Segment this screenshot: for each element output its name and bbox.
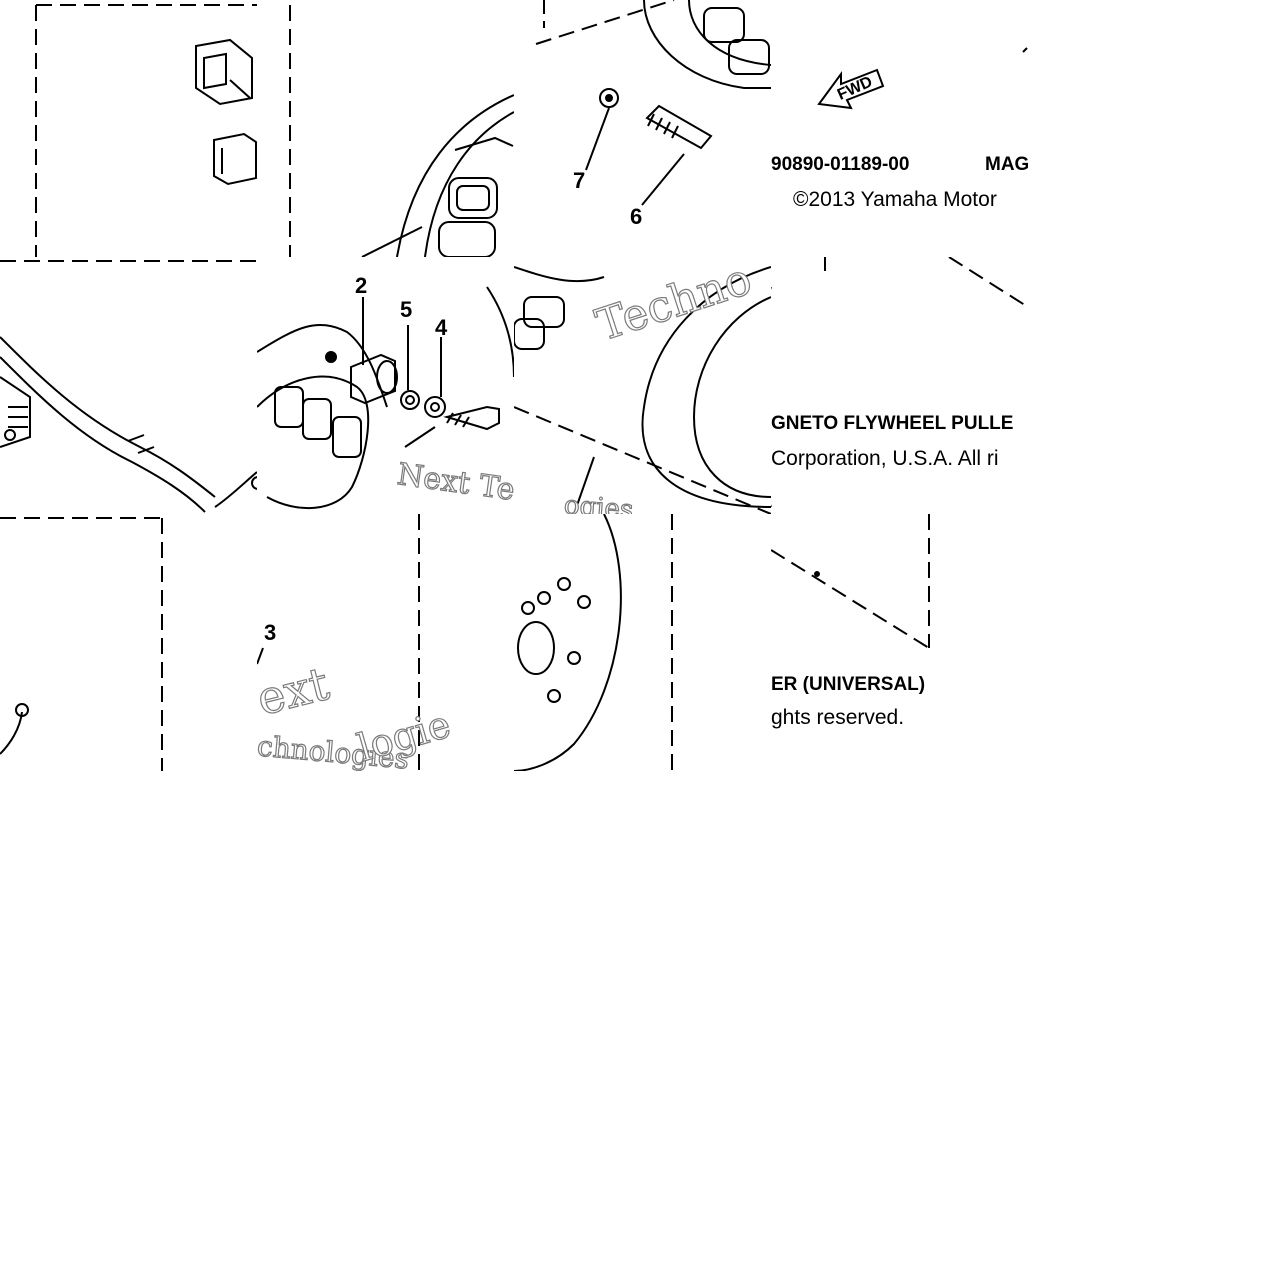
callout-3-leader xyxy=(257,514,420,771)
tool-name-fragment-3: ER (UNIVERSAL) xyxy=(771,674,926,695)
wire-harness-drawing xyxy=(0,260,257,513)
diagram-tile-r2-c3: ER (UNIVERSAL) ghts reserved. xyxy=(771,514,1028,771)
diagram-tile-r0-c0 xyxy=(0,0,257,257)
callout-2: 2 xyxy=(355,273,368,298)
diagram-tile-r2-c0 xyxy=(0,514,257,771)
diagram-tile-r2-c1: 3 ext chnologies logie xyxy=(257,514,514,771)
fwd-arrow-shape xyxy=(817,47,1028,110)
dashed-box-corner xyxy=(771,514,930,649)
tool-name-fragment-1: MAG xyxy=(985,154,1028,175)
callout-6: 6 xyxy=(630,204,643,229)
diagram-tile-r0-c1 xyxy=(257,0,514,257)
diagram-tile-r1-c3: GNETO FLYWHEEL PULLE Corporation, U.S.A.… xyxy=(771,257,1028,514)
callout-7: 7 xyxy=(573,168,586,193)
connector-drawing xyxy=(35,4,257,257)
diagram-tile-r1-c2: Techno ogies xyxy=(514,257,771,514)
flywheel-bolt-pattern xyxy=(514,514,673,771)
tool-name-fragment-2: GNETO FLYWHEEL PULLE xyxy=(771,413,1014,434)
diagram-tile-r2-c2 xyxy=(514,514,771,771)
diagram-tile-r1-c1: 2 5 4 Next Te xyxy=(257,257,514,514)
diagram-tile-r0-c3: FWD 90890-01189-00 MAG ©2013 Yamaha Moto… xyxy=(771,0,1028,257)
watermark-fragment-3: ogies xyxy=(562,490,635,514)
wire-lead-drawing xyxy=(0,517,163,771)
pickup-coil-drawing xyxy=(257,286,514,510)
copyright-line-1: ©2013 Yamaha Motor xyxy=(793,188,997,211)
copyright-line-2: Corporation, U.S.A. All ri xyxy=(771,447,999,470)
stator-drawing xyxy=(289,5,514,257)
diagram-tile-r1-c0 xyxy=(0,257,257,514)
callout-5: 5 xyxy=(400,297,413,322)
flywheel-right-drawing xyxy=(771,257,1028,507)
diagram-tile-r0-c2: 7 6 xyxy=(514,0,771,257)
callout-3: 3 xyxy=(264,620,277,645)
tool-part-number: 90890-01189-00 xyxy=(771,154,910,175)
callout-4: 4 xyxy=(435,315,448,340)
flywheel-left-drawing xyxy=(514,266,771,514)
copyright-line-3: ghts reserved. xyxy=(771,706,905,729)
bolt-washer-drawing xyxy=(535,0,771,206)
